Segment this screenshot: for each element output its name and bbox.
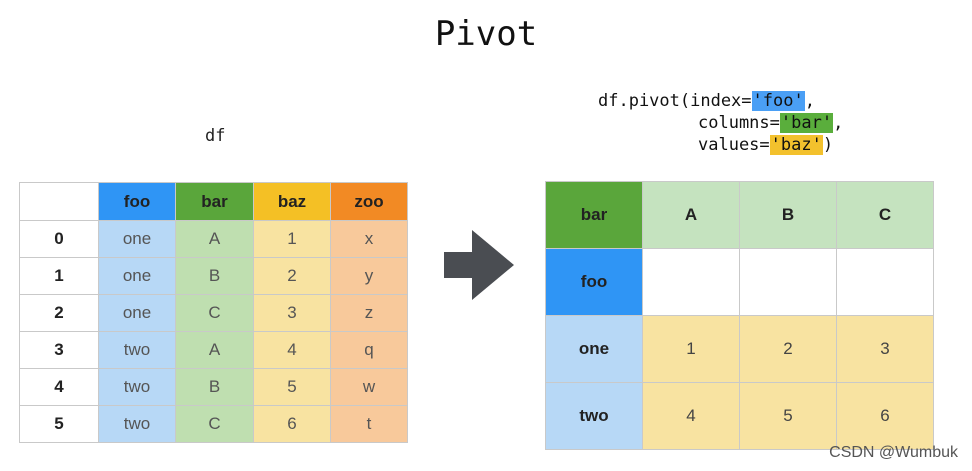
pivot-value-cell: 4 bbox=[642, 382, 740, 450]
code-line-index: df.pivot(index='foo', bbox=[598, 90, 843, 112]
row-index: 0 bbox=[19, 220, 99, 258]
table-header-row: foo bar baz zoo bbox=[19, 182, 408, 221]
column-header-bar: bar bbox=[175, 182, 254, 221]
table-row: 5 two C 6 t bbox=[19, 405, 408, 443]
code-columns-arg: 'bar' bbox=[779, 113, 834, 133]
cell-bar: A bbox=[175, 220, 254, 258]
cell-foo: one bbox=[98, 220, 176, 258]
blank-cell bbox=[739, 248, 837, 316]
column-header-baz: baz bbox=[253, 182, 331, 221]
index-label-cell: foo bbox=[545, 248, 643, 316]
pivot-column-header: A bbox=[642, 181, 740, 249]
source-dataframe-table: foo bar baz zoo 0 one A 1 x 1 one B 2 y … bbox=[19, 182, 408, 443]
row-index: 3 bbox=[19, 331, 99, 369]
code-text: values= bbox=[698, 135, 770, 155]
cell-foo: two bbox=[98, 405, 176, 443]
pivot-row-header: two bbox=[545, 382, 643, 450]
table-row: two 4 5 6 bbox=[545, 382, 934, 450]
dataframe-label: df bbox=[205, 126, 226, 146]
table-row: 3 two A 4 q bbox=[19, 331, 408, 369]
cell-zoo: w bbox=[330, 368, 408, 406]
pivot-index-label-row: foo bbox=[545, 248, 934, 316]
cell-zoo: t bbox=[330, 405, 408, 443]
watermark: CSDN @Wumbuk bbox=[829, 444, 958, 461]
pivot-row-header: one bbox=[545, 315, 643, 383]
column-header-zoo: zoo bbox=[330, 182, 408, 221]
code-text: columns= bbox=[698, 113, 780, 133]
cell-zoo: q bbox=[330, 331, 408, 369]
pivot-value-cell: 2 bbox=[739, 315, 837, 383]
pivot-code: df.pivot(index='foo',columns='bar',value… bbox=[598, 90, 843, 156]
pivot-result-table: bar A B C foo one 1 2 3 two 4 5 6 bbox=[545, 181, 934, 450]
table-row: 0 one A 1 x bbox=[19, 220, 408, 258]
row-index: 4 bbox=[19, 368, 99, 406]
cell-baz: 5 bbox=[253, 368, 331, 406]
columns-label-cell: bar bbox=[545, 181, 643, 249]
cell-zoo: z bbox=[330, 294, 408, 332]
cell-zoo: y bbox=[330, 257, 408, 295]
cell-baz: 6 bbox=[253, 405, 331, 443]
cell-baz: 1 bbox=[253, 220, 331, 258]
code-text: , bbox=[804, 91, 815, 111]
cell-baz: 2 bbox=[253, 257, 331, 295]
cell-baz: 3 bbox=[253, 294, 331, 332]
row-index: 5 bbox=[19, 405, 99, 443]
code-text: df.pivot(index= bbox=[598, 91, 752, 111]
pivot-value-cell: 3 bbox=[836, 315, 934, 383]
table-row: 2 one C 3 z bbox=[19, 294, 408, 332]
pivot-column-header: C bbox=[836, 181, 934, 249]
cell-bar: A bbox=[175, 331, 254, 369]
cell-foo: one bbox=[98, 294, 176, 332]
cell-bar: C bbox=[175, 294, 254, 332]
cell-foo: two bbox=[98, 368, 176, 406]
pivot-column-header-row: bar A B C bbox=[545, 181, 934, 249]
cell-foo: one bbox=[98, 257, 176, 295]
cell-bar: B bbox=[175, 368, 254, 406]
cell-foo: two bbox=[98, 331, 176, 369]
index-header-cell bbox=[19, 182, 99, 221]
row-index: 2 bbox=[19, 294, 99, 332]
code-line-values: values='baz') bbox=[598, 134, 843, 156]
code-index-arg: 'foo' bbox=[751, 91, 805, 111]
table-row: one 1 2 3 bbox=[545, 315, 934, 383]
blank-cell bbox=[642, 248, 740, 316]
table-row: 4 two B 5 w bbox=[19, 368, 408, 406]
pivot-column-header: B bbox=[739, 181, 837, 249]
column-header-foo: foo bbox=[98, 182, 176, 221]
cell-bar: C bbox=[175, 405, 254, 443]
code-text: ) bbox=[822, 135, 834, 155]
row-index: 1 bbox=[19, 257, 99, 295]
pivot-value-cell: 1 bbox=[642, 315, 740, 383]
blank-cell bbox=[836, 248, 934, 316]
cell-baz: 4 bbox=[253, 331, 331, 369]
cell-bar: B bbox=[175, 257, 254, 295]
code-line-columns: columns='bar', bbox=[598, 112, 843, 134]
pivot-value-cell: 5 bbox=[739, 382, 837, 450]
page-title: Pivot bbox=[434, 14, 538, 54]
table-row: 1 one B 2 y bbox=[19, 257, 408, 295]
code-values-arg: 'baz' bbox=[769, 135, 823, 155]
right-arrow-icon bbox=[444, 230, 514, 300]
pivot-value-cell: 6 bbox=[836, 382, 934, 450]
cell-zoo: x bbox=[330, 220, 408, 258]
code-text: , bbox=[833, 113, 844, 133]
